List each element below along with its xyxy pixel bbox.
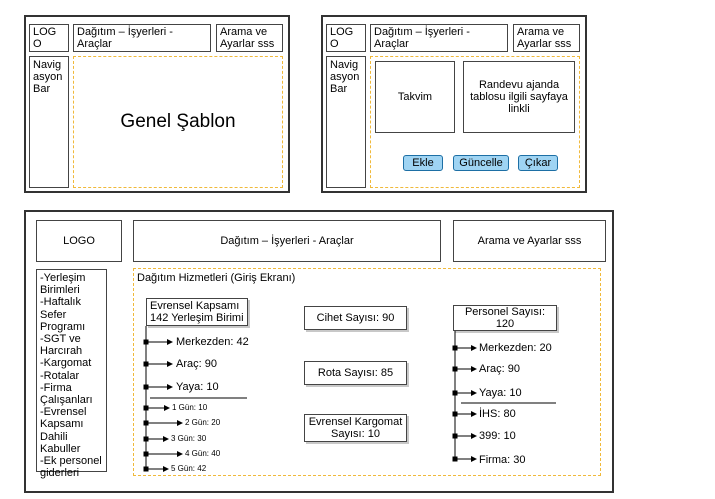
right-item-merkezden: Merkezden: 20	[479, 342, 552, 354]
search-settings-box: Arama ve Ayarlar sss	[513, 24, 580, 52]
personel-box: Personel Sayısı: 120	[453, 305, 557, 331]
calendar-box: Takvim	[375, 61, 455, 133]
sidebar-menu: -Yerleşim Birimleri -Haftalık Sefer Prog…	[36, 269, 107, 479]
logo-box: LOGO	[36, 220, 122, 262]
left-tree-nodes	[143, 339, 149, 472]
day-item-4: 4 Gün: 40	[185, 449, 221, 458]
day-item-3: 3 Gün: 30	[171, 434, 207, 443]
kargomat-box: Evrensel Kargomat Sayısı: 10	[304, 414, 407, 442]
menu-box: Dağıtım – İşyerleri - Araçlar	[73, 24, 211, 52]
evrensel-kapsami-box: Evrensel Kapsamı 142 Yerleşim Birimi	[146, 298, 248, 326]
appointment-label: Randevu ajanda tablosu ilgili sayfaya li…	[470, 79, 568, 115]
update-button[interactable]: Güncelle	[453, 155, 509, 171]
remove-button[interactable]: Çıkar	[518, 155, 558, 171]
logo-label: LOGO	[63, 235, 95, 247]
left-item-arac: Araç: 90	[176, 358, 217, 370]
kargomat-label: Evrensel Kargomat Sayısı: 10	[308, 416, 403, 440]
left-tree-connectors	[145, 326, 247, 472]
cihet-box: Cihet Sayısı: 90	[304, 306, 407, 330]
appointment-table-box: Randevu ajanda tablosu ilgili sayfaya li…	[463, 61, 575, 133]
right-item-ihs: İHS: 80	[479, 408, 516, 420]
logo-box: LOG O	[29, 24, 69, 52]
logo-box: LOG O	[326, 24, 366, 52]
day-item-5: 5 Gün: 42	[171, 464, 207, 473]
right-item-yaya: Yaya: 10	[479, 387, 522, 399]
left-item-yaya: Yaya: 10	[176, 381, 219, 393]
right-item-firma: Firma: 30	[479, 454, 526, 466]
rota-label: Rota Sayısı: 85	[317, 367, 394, 379]
left-item-merkezden: Merkezden: 42	[176, 336, 249, 348]
right-tree-connectors	[454, 331, 556, 462]
rota-box: Rota Sayısı: 85	[304, 361, 407, 385]
right-tree-nodes	[452, 345, 458, 462]
template-label: Genel Şablon	[120, 111, 236, 132]
content-title: Dağıtım Hizmetleri (Giriş Ekranı)	[137, 272, 296, 284]
day-item-1: 1 Gün: 10	[172, 403, 208, 412]
personel-label: Personel Sayısı: 120	[464, 306, 546, 330]
menu-box: Dağıtım – İşyerleri - Araçlar	[133, 220, 441, 262]
calendar-label: Takvim	[397, 91, 433, 103]
navigation-bar: Navig asyon Bar	[326, 56, 366, 188]
content-area: Genel Şablon	[73, 56, 283, 188]
content-area	[370, 56, 580, 188]
menu-label: Dağıtım – İşyerleri - Araçlar	[220, 235, 354, 247]
content-area	[133, 268, 601, 476]
search-settings-box: Arama ve Ayarlar sss	[216, 24, 283, 52]
right-item-arac: Araç: 90	[479, 363, 520, 375]
menu-box: Dağıtım – İşyerleri - Araçlar	[370, 24, 508, 52]
navigation-bar: Navig asyon Bar	[29, 56, 69, 188]
cihet-label: Cihet Sayısı: 90	[316, 312, 395, 324]
day-item-2: 2 Gün: 20	[185, 418, 221, 427]
add-button[interactable]: Ekle	[403, 155, 443, 171]
search-label: Arama ve Ayarlar sss	[477, 235, 582, 247]
search-settings-box: Arama ve Ayarlar sss	[453, 220, 606, 262]
right-item-399: 399: 10	[479, 430, 516, 442]
